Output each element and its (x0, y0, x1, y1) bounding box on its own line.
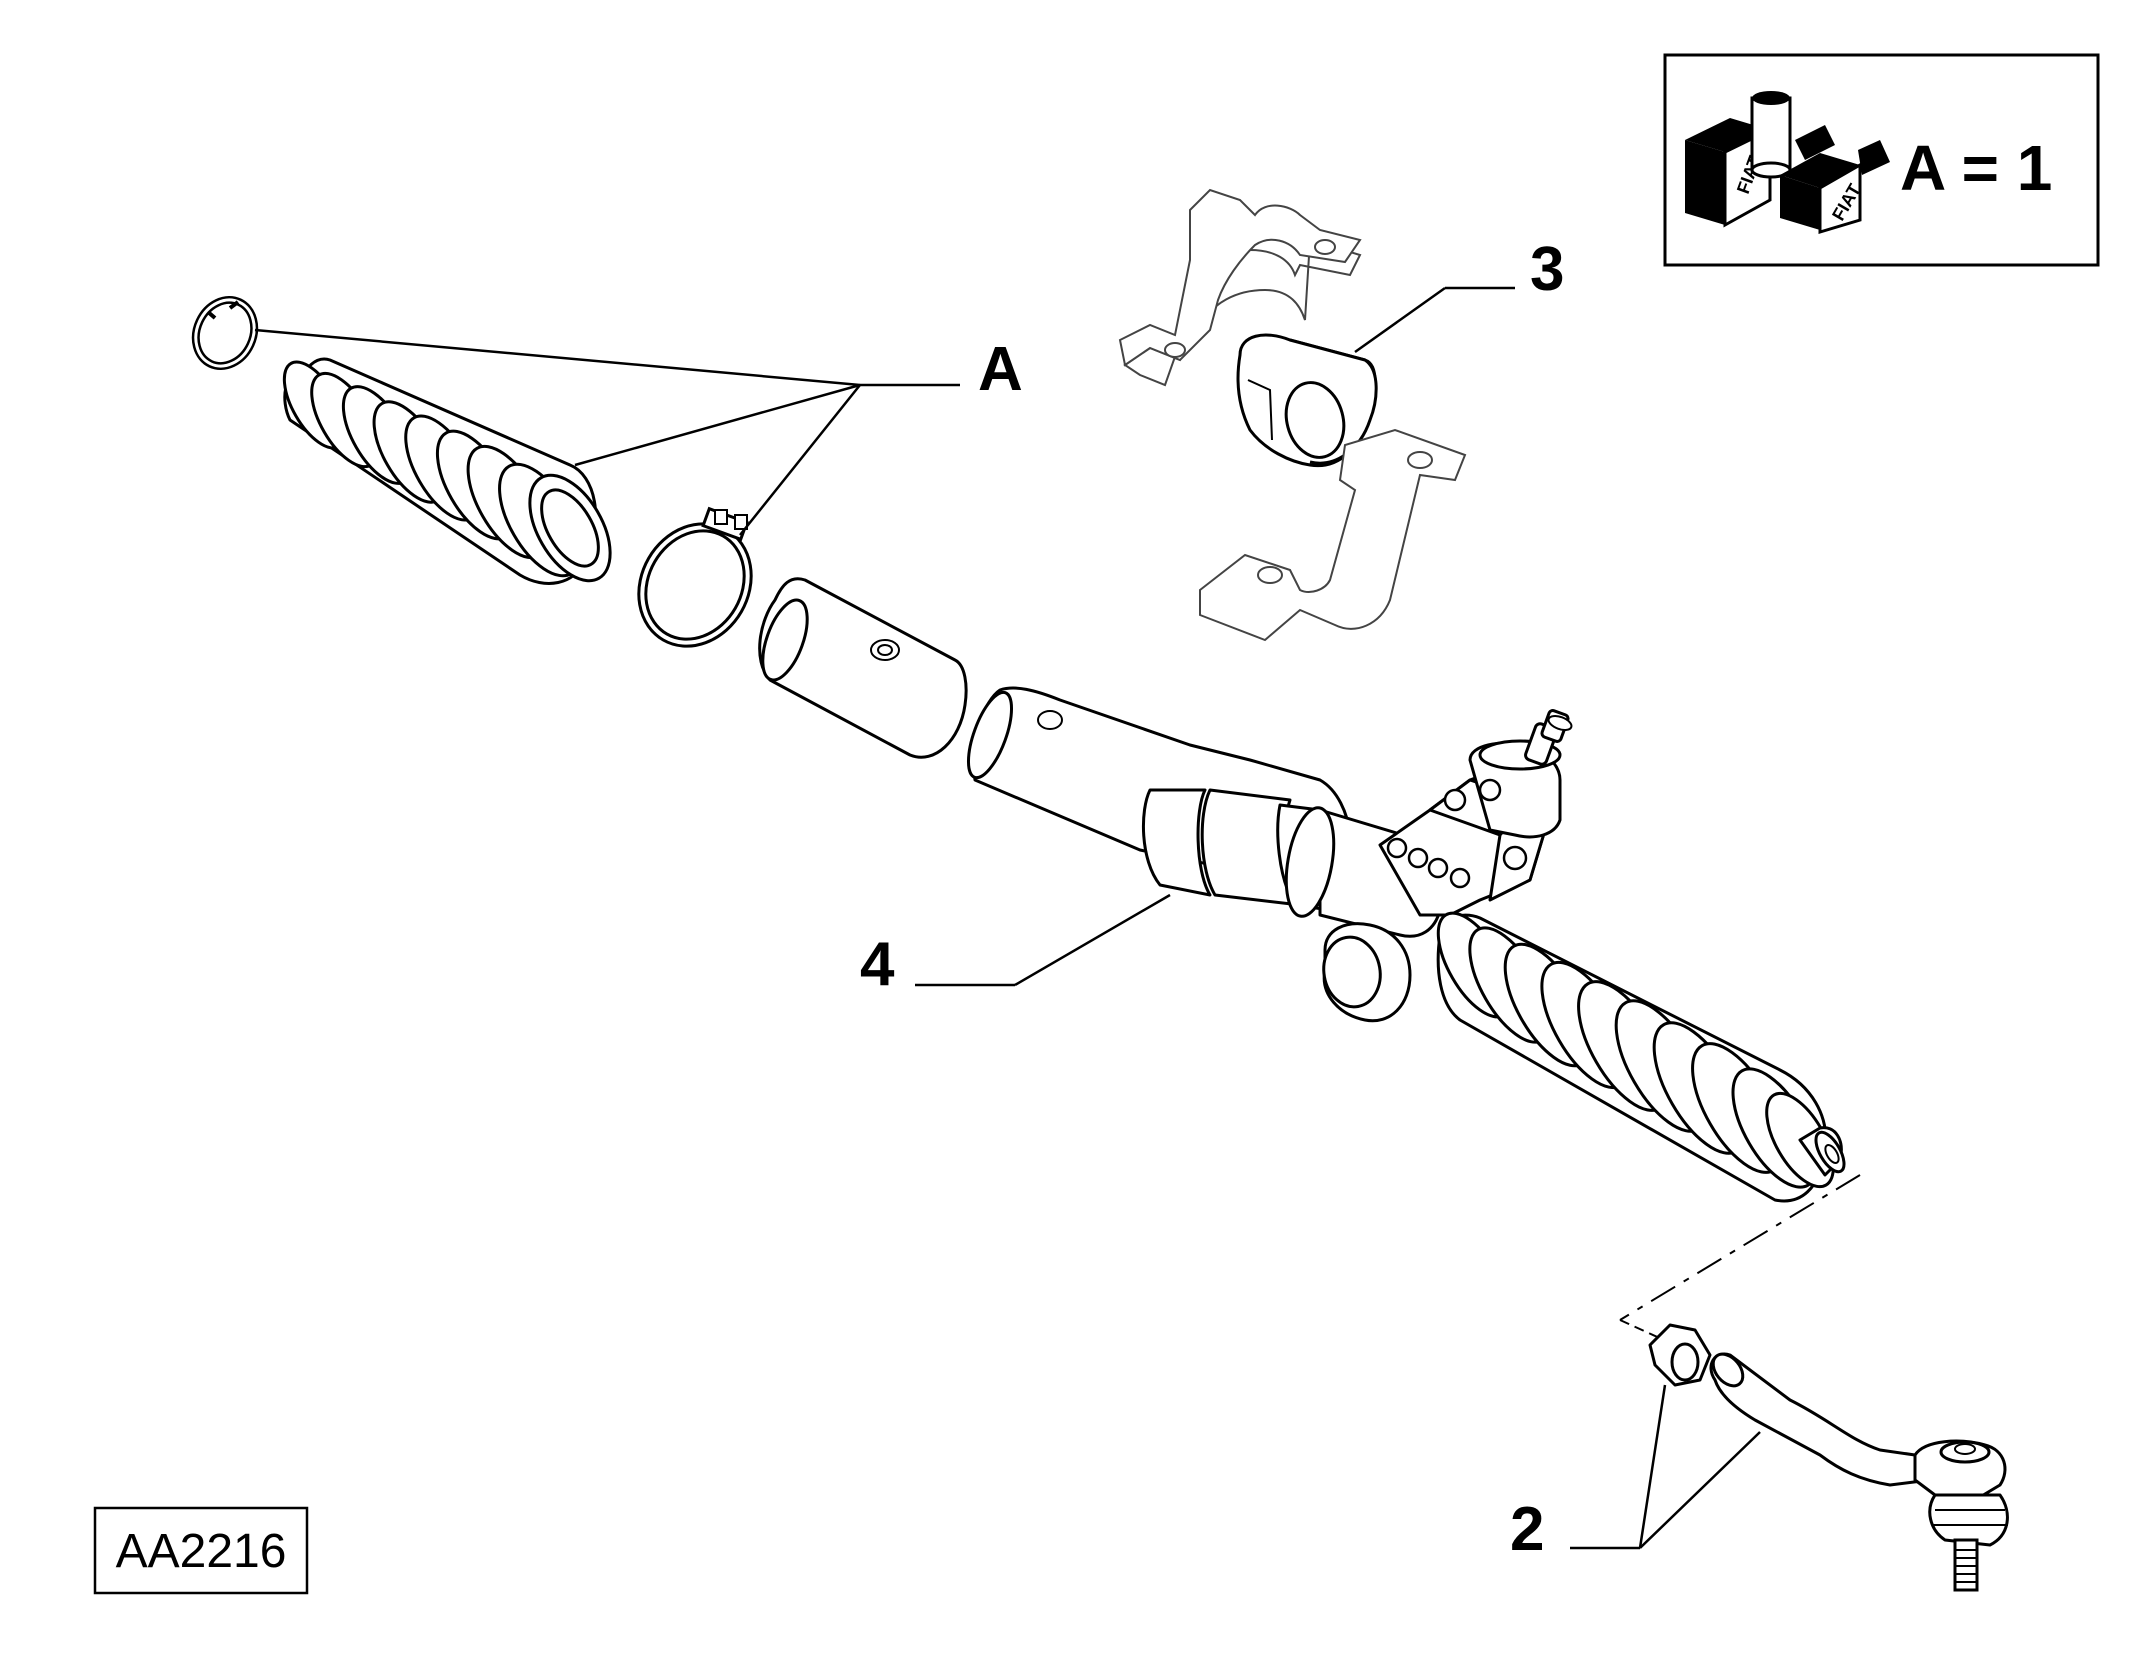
reference-code: AA2216 (116, 1525, 287, 1578)
steering-rack (966, 686, 1846, 1203)
callout-4: 4 (860, 930, 895, 999)
tie-rod-end (1709, 1352, 2009, 1592)
mounting-bracket-lower (1199, 428, 1467, 642)
kit-box-label: A = 1 (1900, 132, 2052, 204)
mounting-bracket-upper (1118, 188, 1362, 387)
callout-a: A (978, 335, 1023, 404)
boot-clamp (637, 506, 753, 648)
tie-rod-nut (1648, 1323, 1712, 1387)
mounting-bushing (1236, 333, 1378, 468)
callout-2: 2 (1510, 1495, 1544, 1564)
assembly-centerline (1619, 1174, 1861, 1346)
circlip (191, 295, 259, 371)
reference-code-box: AA2216 (93, 1506, 309, 1595)
boot-bellows-left (282, 357, 612, 585)
rack-sleeve (758, 577, 968, 759)
fiat-kit-icon: FIAT FIAT (1685, 91, 1890, 235)
leader-lines (254, 286, 1761, 1550)
kit-box: FIAT FIAT A = 1 (1663, 53, 2100, 267)
callout-3: 3 (1530, 235, 1564, 304)
